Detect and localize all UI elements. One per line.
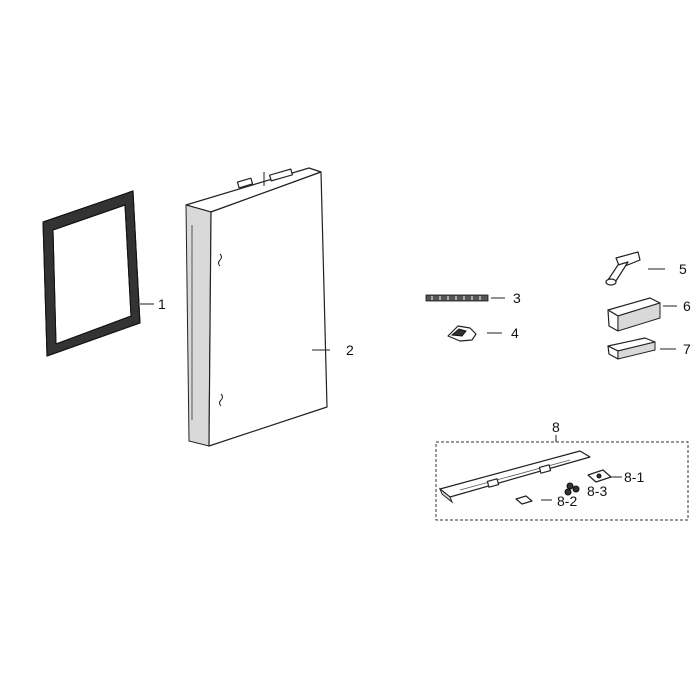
callout-1: 1 <box>158 296 166 312</box>
part-6-block[interactable] <box>607 297 661 332</box>
callout-8-2: 8-2 <box>557 493 577 509</box>
part-8-1-plate[interactable] <box>587 469 612 483</box>
callout-5: 5 <box>679 261 687 277</box>
part-3-strip[interactable] <box>425 294 489 302</box>
part-5-hinge-pin[interactable] <box>605 251 641 286</box>
callout-4: 4 <box>511 325 519 341</box>
callout-6: 6 <box>683 298 691 314</box>
callout-8: 8 <box>552 419 560 435</box>
callout-3: 3 <box>513 290 521 306</box>
part-8-2-washer[interactable] <box>515 495 533 505</box>
part-7-pad[interactable] <box>607 337 656 360</box>
part-2-door-assembly[interactable] <box>185 167 328 447</box>
part-8-kit-group[interactable] <box>435 441 689 521</box>
part-1-door-gasket[interactable] <box>42 190 141 357</box>
callout-8-3: 8-3 <box>587 483 607 499</box>
callout-7: 7 <box>683 341 691 357</box>
part-4-clip[interactable] <box>447 325 477 342</box>
callout-2: 2 <box>346 342 354 358</box>
part-8-3-screws[interactable] <box>564 482 580 496</box>
callout-8-1: 8-1 <box>624 469 644 485</box>
